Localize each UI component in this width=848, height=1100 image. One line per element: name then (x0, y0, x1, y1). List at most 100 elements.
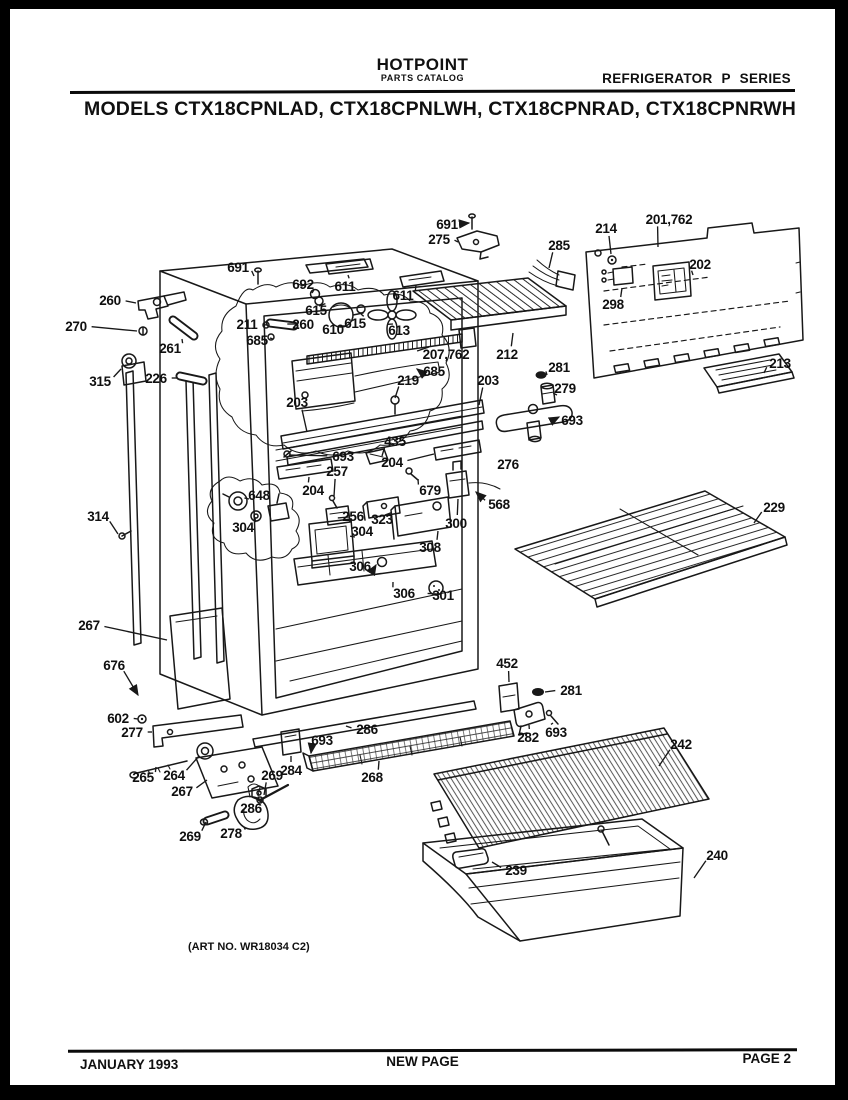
leader-line-211 (262, 323, 267, 326)
leader-line-301 (427, 592, 439, 595)
leader-line-242 (658, 749, 671, 767)
part-label-611: 611 (393, 288, 415, 303)
part-label-213: 213 (769, 356, 791, 371)
leader-line-213 (763, 366, 768, 374)
part-label-306: 306 (349, 559, 371, 574)
part-label-610: 610 (322, 322, 344, 337)
part-label-264: 264 (163, 768, 185, 783)
leader-line-260 (125, 300, 137, 304)
part-label-277: 277 (121, 725, 143, 740)
part-label-648: 648 (248, 488, 270, 503)
part-label-298: 298 (602, 297, 624, 312)
leader-line-611 (414, 284, 417, 291)
leader-line-203 (478, 387, 484, 406)
leader-line-269 (201, 821, 207, 831)
leader-line-267 (104, 625, 168, 641)
part-label-286: 286 (240, 801, 262, 816)
bottom-left-parts (129, 607, 302, 831)
part-label-282: 282 (517, 730, 539, 745)
control-parts-cluster (222, 439, 501, 596)
leader-line-615 (360, 313, 365, 317)
part-label-229: 229 (763, 500, 785, 515)
leader-line-256 (337, 516, 350, 519)
leader-line-281 (544, 689, 556, 693)
leader-line-214 (608, 235, 612, 255)
leader-line-693 (289, 454, 328, 457)
part-label-693: 693 (545, 725, 567, 740)
part-label-308: 308 (419, 540, 441, 555)
leader-line-298 (620, 287, 623, 298)
leader-line-239 (491, 861, 502, 869)
leader-line-207,762 (416, 346, 430, 352)
models-title: MODELS CTX18CPNLAD, CTX18CPNLWH, CTX18CP… (84, 98, 797, 120)
leader-line-308 (436, 530, 439, 540)
toe-grille (252, 700, 515, 772)
part-label-315: 315 (89, 374, 111, 389)
part-label-691: 691 (436, 217, 458, 232)
part-label-676: 676 (103, 658, 125, 673)
leader-line-693 (307, 742, 317, 755)
shelf-229 (514, 490, 788, 608)
vent-grille-213 (703, 353, 795, 394)
leader-line-204 (407, 453, 435, 462)
cabinet-outline (159, 248, 479, 716)
part-label-239: 239 (505, 863, 527, 878)
part-label-304: 304 (232, 520, 254, 535)
leader-line-261 (181, 338, 184, 344)
leader-line-685 (269, 337, 273, 340)
part-label-435: 435 (384, 434, 406, 449)
part-label-301: 301 (432, 588, 454, 603)
part-label-265: 265 (132, 770, 154, 785)
footer-page-number: PAGE 2 (742, 1051, 791, 1066)
leader-line-685 (415, 368, 428, 379)
condenser-cover-242 (430, 727, 710, 849)
part-label-202: 202 (689, 257, 711, 272)
part-label-693: 693 (311, 733, 333, 748)
defrost-pan-240 (422, 818, 684, 942)
evaporator-assembly (291, 327, 477, 412)
leader-line-229 (753, 511, 763, 524)
leader-line-203 (301, 409, 308, 433)
part-label-242: 242 (670, 737, 692, 752)
part-label-685: 685 (246, 333, 268, 348)
part-label-452: 452 (496, 656, 518, 671)
leader-line-676 (123, 670, 139, 697)
hinge-and-trim-parts (118, 291, 225, 664)
part-label-201,762: 201,762 (646, 212, 693, 227)
part-label-219: 219 (397, 373, 419, 388)
leader-line-204 (307, 476, 310, 483)
footer-date: JANUARY 1993 (80, 1057, 179, 1072)
part-label-281: 281 (548, 360, 570, 375)
part-label-257: 257 (326, 464, 348, 479)
leader-line-240 (693, 860, 707, 879)
part-label-207,762: 207,762 (423, 347, 470, 362)
part-label-267: 267 (171, 784, 193, 799)
part-label-268: 268 (361, 770, 383, 785)
leader-line-267 (195, 779, 208, 789)
part-label-693: 693 (332, 449, 354, 464)
wire-harness (528, 259, 576, 291)
part-label-304: 304 (351, 524, 373, 539)
leader-line-281 (545, 371, 548, 376)
footer-center-text: NEW PAGE (386, 1054, 459, 1069)
part-label-269: 269 (261, 768, 283, 783)
leader-line-315 (113, 368, 122, 378)
leader-line-691 (251, 270, 255, 277)
leader-line-275 (454, 239, 459, 243)
leader-line-300 (456, 498, 459, 516)
part-label-281: 281 (560, 683, 582, 698)
part-label-693: 693 (561, 413, 583, 428)
part-label-679: 679 (419, 483, 441, 498)
leader-line-219 (394, 386, 400, 399)
top-small-parts (254, 213, 500, 341)
exploded-parts-diagram: 691275285214201,762202298213212691692611… (65, 212, 804, 953)
part-label-203: 203 (286, 395, 308, 410)
part-label-611: 611 (335, 279, 357, 294)
part-label-314: 314 (87, 509, 109, 524)
part-label-691: 691 (227, 260, 249, 275)
leader-line-568 (475, 491, 487, 503)
brand-title: HOTPOINT (376, 55, 469, 74)
part-label-602: 602 (107, 711, 129, 726)
